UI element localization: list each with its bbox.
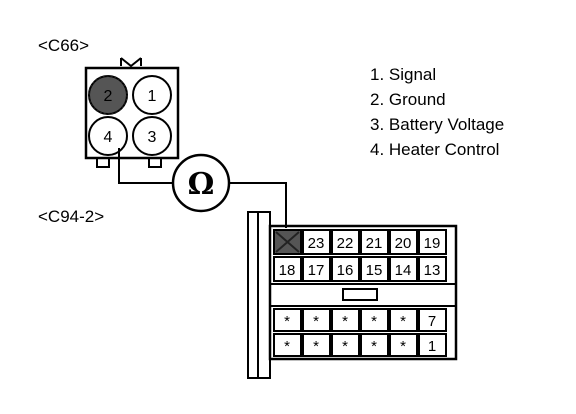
c66-pin-2-texture: [88, 75, 128, 115]
c94-pin-label: 23: [308, 235, 325, 252]
c94-cell: [331, 308, 360, 332]
c94-cell: [418, 256, 447, 282]
c94-cell: [331, 333, 360, 357]
c94-cell: [418, 333, 447, 357]
c94-pin-label: *: [313, 338, 319, 355]
c94-pin-label: *: [313, 313, 319, 330]
c94-pin-label: 13: [424, 262, 441, 279]
ohmmeter-circle: [171, 153, 231, 213]
c94-cell: [331, 256, 360, 282]
c94-pin-label: 14: [395, 262, 412, 279]
c94-cell: [302, 256, 331, 282]
c94-pin-label: 16: [337, 262, 354, 279]
c94-pin-label: 20: [395, 235, 412, 252]
c66-body: [84, 66, 180, 160]
ohm-symbol: Ω: [188, 167, 215, 202]
c94-pin-label: *: [371, 313, 377, 330]
c66-pin-1: [132, 75, 172, 115]
c94-pin-label: 18: [279, 262, 296, 279]
wire-meter-to-c94: [230, 182, 287, 228]
c94-pin-label: *: [342, 313, 348, 330]
c94-cell: [418, 229, 447, 255]
c94-cell: [331, 229, 360, 255]
c94-cell: [302, 229, 331, 255]
c94-cell: [360, 229, 389, 255]
c94-bracket-outer: [247, 211, 258, 379]
c66-connector: 2 1 4 3: [84, 57, 180, 168]
c66-pin-3: [132, 116, 172, 156]
c94-cell: [360, 333, 389, 357]
legend-item-heater-control: 4. Heater Control: [370, 140, 499, 159]
c66-latch: [120, 57, 142, 68]
c66-pin-4: [88, 116, 128, 156]
c94-pin-label: *: [342, 338, 348, 355]
c94-body: [268, 224, 458, 361]
c94-cell: [389, 229, 418, 255]
c94-pin-label: *: [400, 338, 406, 355]
c94-pin-label: *: [284, 313, 290, 330]
c66-pin-3-label: 3: [148, 129, 157, 146]
c94-key-slot: [342, 288, 378, 301]
c94-cell: [389, 256, 418, 282]
legend-item-signal: 1. Signal: [370, 65, 436, 84]
c94-pin-24-x: [275, 231, 300, 253]
c94-pin-label: 22: [337, 235, 354, 252]
c94-pin-label: 19: [424, 235, 441, 252]
c94-pin-label: 7: [428, 313, 436, 330]
c66-foot-right: [148, 157, 162, 168]
c66-foot-left: [96, 157, 110, 168]
c94-cell: [389, 333, 418, 357]
c94-cell: [302, 333, 331, 357]
c94-pin-label: 15: [366, 262, 383, 279]
c94-pin-label: 17: [308, 262, 325, 279]
legend-item-battery-voltage: 3. Battery Voltage: [370, 115, 504, 134]
c94-cell: [302, 308, 331, 332]
c94-bracket: [257, 211, 271, 379]
c94-cell: [360, 256, 389, 282]
c94-2-label: <C94-2>: [38, 207, 104, 226]
c94-cell: [273, 256, 302, 282]
legend-item-ground: 2. Ground: [370, 90, 446, 109]
c66-pin-1-label: 1: [148, 88, 157, 105]
c94-cell: [273, 333, 302, 357]
c66-label: <C66>: [38, 36, 89, 55]
c94-pin-label: 1: [428, 338, 436, 355]
c94-cell: [418, 308, 447, 332]
c94-pin-label: *: [284, 338, 290, 355]
c94-pin-label: *: [371, 338, 377, 355]
c94-cell: [273, 308, 302, 332]
c66-pin-4-label: 4: [104, 129, 113, 146]
c66-pin-2-label: 2: [104, 88, 113, 105]
c94-cell: [360, 308, 389, 332]
ohmmeter: Ω: [171, 153, 231, 213]
c94-2-connector: 23 22 21 20 19 18 17 16 15 14 13 * * * *…: [247, 211, 458, 379]
pin-legend: 1. Signal 2. Ground 3. Battery Voltage 4…: [370, 65, 504, 159]
c94-pin-label: 21: [366, 235, 383, 252]
c94-cell: [389, 308, 418, 332]
wire-c66-to-meter: [118, 148, 172, 184]
c94-pin-label: *: [400, 313, 406, 330]
